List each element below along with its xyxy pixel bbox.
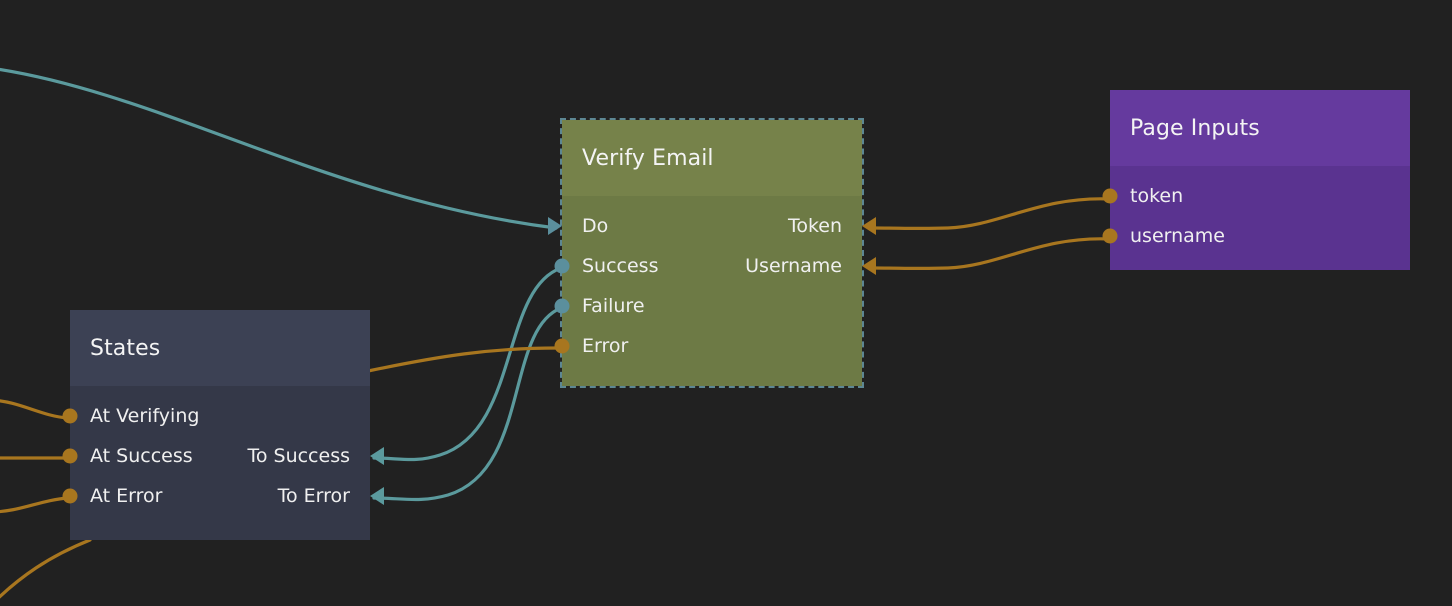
node-page-inputs-body: token username: [1102, 166, 1410, 272]
edge-failure-to-toerror: [372, 306, 563, 502]
exec-in-arrow-icon[interactable]: [548, 217, 562, 235]
data-port-dot-icon[interactable]: [554, 338, 570, 354]
edge-username-to-username: [872, 237, 1112, 271]
port-row-at-verifying[interactable]: At Verifying: [62, 396, 370, 436]
data-port-dot-icon[interactable]: [1102, 188, 1118, 204]
node-states-body: At Verifying At Success To Success At Er…: [62, 386, 384, 532]
edge-offscreen-bottom: [0, 538, 92, 599]
port-label-username-input: username: [1130, 224, 1225, 247]
port-label-token: Token: [787, 214, 842, 237]
edge-success-to-tosuccess: [372, 266, 563, 462]
exec-port-dot-icon[interactable]: [554, 258, 570, 274]
data-port-dot-icon[interactable]: [62, 408, 78, 424]
port-label-at-error: At Error: [90, 484, 163, 507]
node-page-inputs-title: Page Inputs: [1130, 115, 1260, 141]
node-page-inputs-header[interactable]: Page Inputs: [1110, 90, 1410, 166]
node-verify-email[interactable]: Verify Email Do Token Success Username F…: [548, 118, 876, 388]
node-states[interactable]: States At Verifying At Success To Succes…: [62, 310, 384, 540]
edge-states-to-error: [366, 346, 560, 373]
exec-out-arrow-icon[interactable]: [370, 447, 384, 465]
node-states-header[interactable]: States: [70, 310, 370, 386]
port-row-success[interactable]: Success Username: [554, 246, 876, 286]
exec-out-arrow-icon[interactable]: [370, 487, 384, 505]
port-label-username: Username: [745, 254, 842, 277]
exec-port-dot-icon[interactable]: [554, 298, 570, 314]
edge-offscreen-to-aterror: [0, 496, 70, 514]
node-states-title: States: [90, 335, 161, 361]
edge-token-to-token: [872, 197, 1112, 231]
data-port-dot-icon[interactable]: [62, 488, 78, 504]
port-row-username[interactable]: username: [1102, 216, 1410, 256]
port-row-at-error[interactable]: At Error To Error: [62, 476, 384, 516]
port-row-error[interactable]: Error: [554, 326, 862, 366]
port-label-to-success: To Success: [247, 444, 350, 467]
data-in-arrow-icon[interactable]: [862, 257, 876, 275]
node-verify-email-body: Do Token Success Username Failure Error: [548, 196, 876, 382]
port-label-error: Error: [582, 334, 629, 357]
data-port-dot-icon[interactable]: [1102, 228, 1118, 244]
port-label-at-success: At Success: [90, 444, 193, 467]
port-label-failure: Failure: [582, 294, 645, 317]
data-in-arrow-icon[interactable]: [862, 217, 876, 235]
port-row-failure[interactable]: Failure: [554, 286, 862, 326]
port-label-token-input: token: [1130, 184, 1184, 207]
node-page-inputs[interactable]: Page Inputs token username: [1102, 90, 1410, 272]
port-row-do[interactable]: Do Token: [548, 206, 876, 246]
edge-offscreen-to-atverifying: [0, 399, 70, 420]
port-row-at-success[interactable]: At Success To Success: [62, 436, 384, 476]
port-label-at-verifying: At Verifying: [90, 404, 200, 427]
edge-offscreen-to-do: [0, 67, 558, 230]
node-verify-email-title: Verify Email: [582, 145, 714, 171]
data-port-dot-icon[interactable]: [62, 448, 78, 464]
port-row-token[interactable]: token: [1102, 176, 1410, 216]
node-verify-email-header[interactable]: Verify Email: [562, 120, 862, 196]
port-label-to-error: To Error: [277, 484, 350, 507]
port-label-success: Success: [582, 254, 659, 277]
port-label-do: Do: [582, 214, 609, 237]
